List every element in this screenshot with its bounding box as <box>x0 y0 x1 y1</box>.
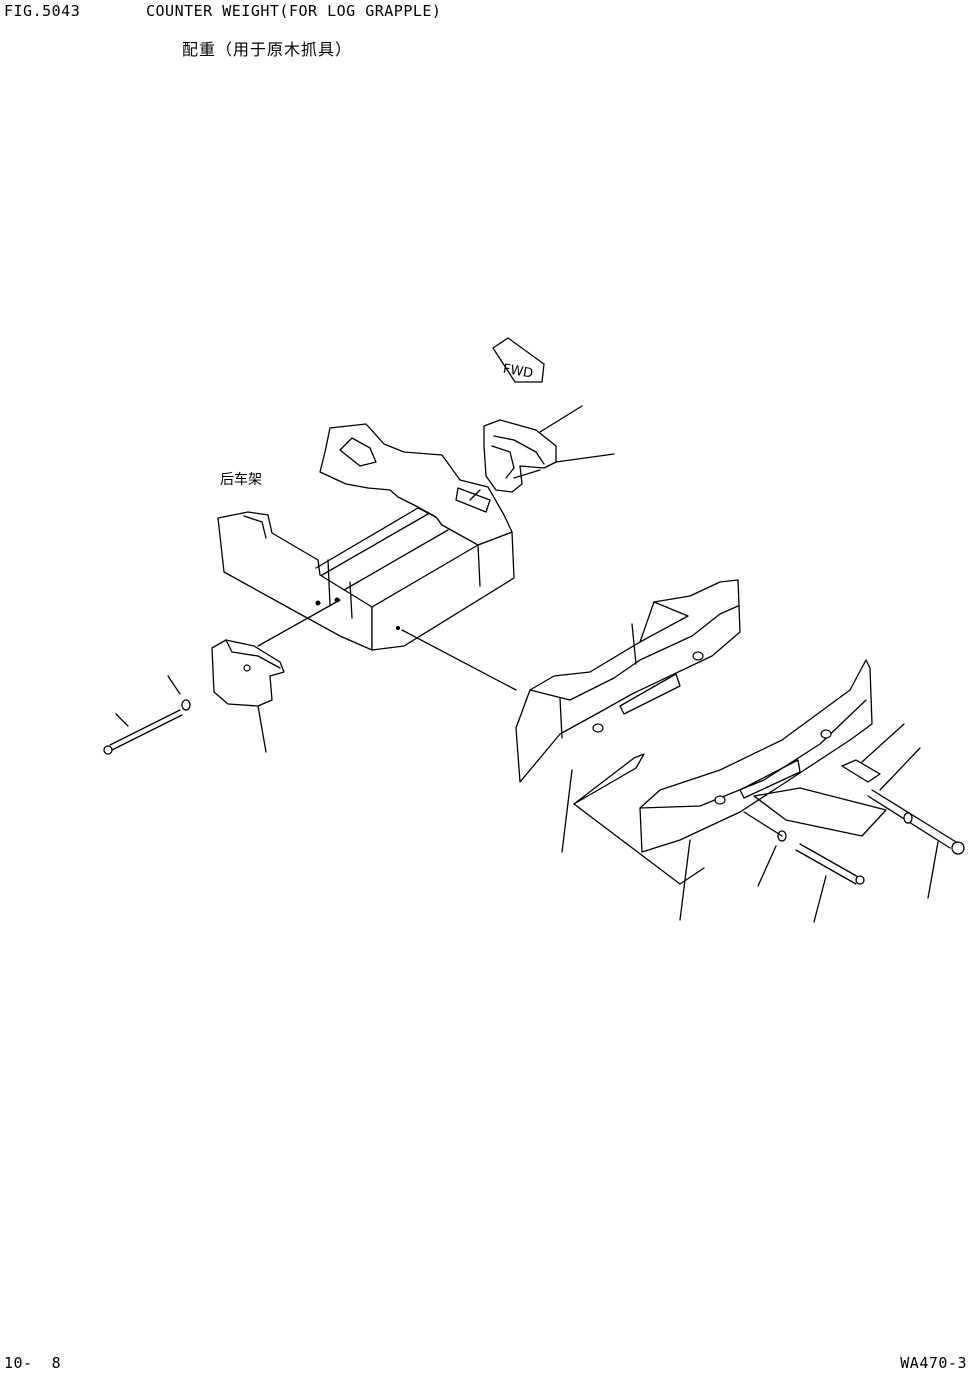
assembly-lines <box>257 469 783 837</box>
upper-weight-plate <box>469 419 557 501</box>
rear-frame-label: 后车架 <box>220 471 262 488</box>
left-weight-plate <box>211 639 285 707</box>
figure-number: FIG.5043 <box>4 2 81 20</box>
rear-frame <box>217 423 515 651</box>
right-counterweight <box>639 659 873 853</box>
figure-subtitle: 配重（用于原木抓具） <box>182 40 353 59</box>
lower-bolt <box>777 830 865 885</box>
fwd-arrow-icon: FWD <box>492 337 545 383</box>
figure-title: COUNTER WEIGHT(FOR LOG GRAPPLE) <box>146 2 442 20</box>
right-shim <box>753 787 887 837</box>
model-code: WA470-3 <box>900 1354 967 1372</box>
leader-lines <box>115 405 939 923</box>
right-plate-and-bolt <box>841 759 965 855</box>
page-number: 10- 8 <box>4 1354 62 1372</box>
left-bolt <box>103 699 191 755</box>
fwd-marker-text: FWD <box>502 362 534 382</box>
middle-counterweight <box>515 579 741 783</box>
middle-shim <box>573 753 645 805</box>
